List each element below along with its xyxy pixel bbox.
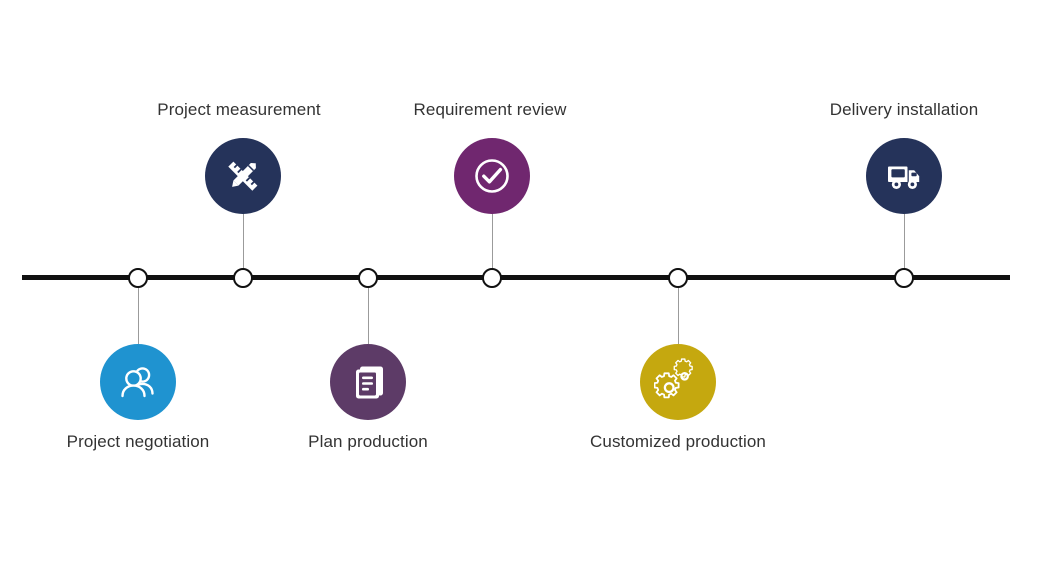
- timeline-node-requirement-review[interactable]: [482, 268, 502, 288]
- delivery-truck-icon: [881, 153, 927, 199]
- icon-bubble-requirement-review[interactable]: [454, 138, 530, 214]
- documents-icon: [346, 360, 390, 404]
- timeline-node-project-measurement[interactable]: [233, 268, 253, 288]
- icon-bubble-delivery-installation[interactable]: [866, 138, 942, 214]
- connector-project-measurement: [243, 210, 244, 278]
- timeline-node-customized-production[interactable]: [668, 268, 688, 288]
- caption-project-measurement: Project measurement: [157, 100, 321, 119]
- timeline-node-project-negotiation[interactable]: [128, 268, 148, 288]
- icon-bubble-project-measurement[interactable]: [205, 138, 281, 214]
- caption-customized-production: Customized production: [590, 432, 766, 451]
- icon-bubble-project-negotiation[interactable]: [100, 344, 176, 420]
- connector-project-negotiation: [138, 280, 139, 346]
- caption-project-negotiation: Project negotiation: [66, 432, 210, 451]
- icon-bubble-customized-production[interactable]: [640, 344, 716, 420]
- two-users-icon: [115, 359, 161, 405]
- check-circle-icon: [469, 153, 515, 199]
- gears-icon: [654, 358, 702, 406]
- caption-requirement-review: Requirement review: [413, 100, 567, 119]
- caption-delivery-installation: Delivery installation: [829, 100, 979, 119]
- connector-customized-production: [678, 280, 679, 346]
- icon-bubble-plan-production[interactable]: [330, 344, 406, 420]
- pencil-ruler-icon: [220, 153, 266, 199]
- timeline-node-delivery-installation[interactable]: [894, 268, 914, 288]
- connector-delivery-installation: [904, 210, 905, 278]
- caption-plan-production: Plan production: [308, 432, 428, 451]
- connector-plan-production: [368, 280, 369, 346]
- connector-requirement-review: [492, 210, 493, 278]
- timeline-axis: [22, 275, 1010, 280]
- timeline-node-plan-production[interactable]: [358, 268, 378, 288]
